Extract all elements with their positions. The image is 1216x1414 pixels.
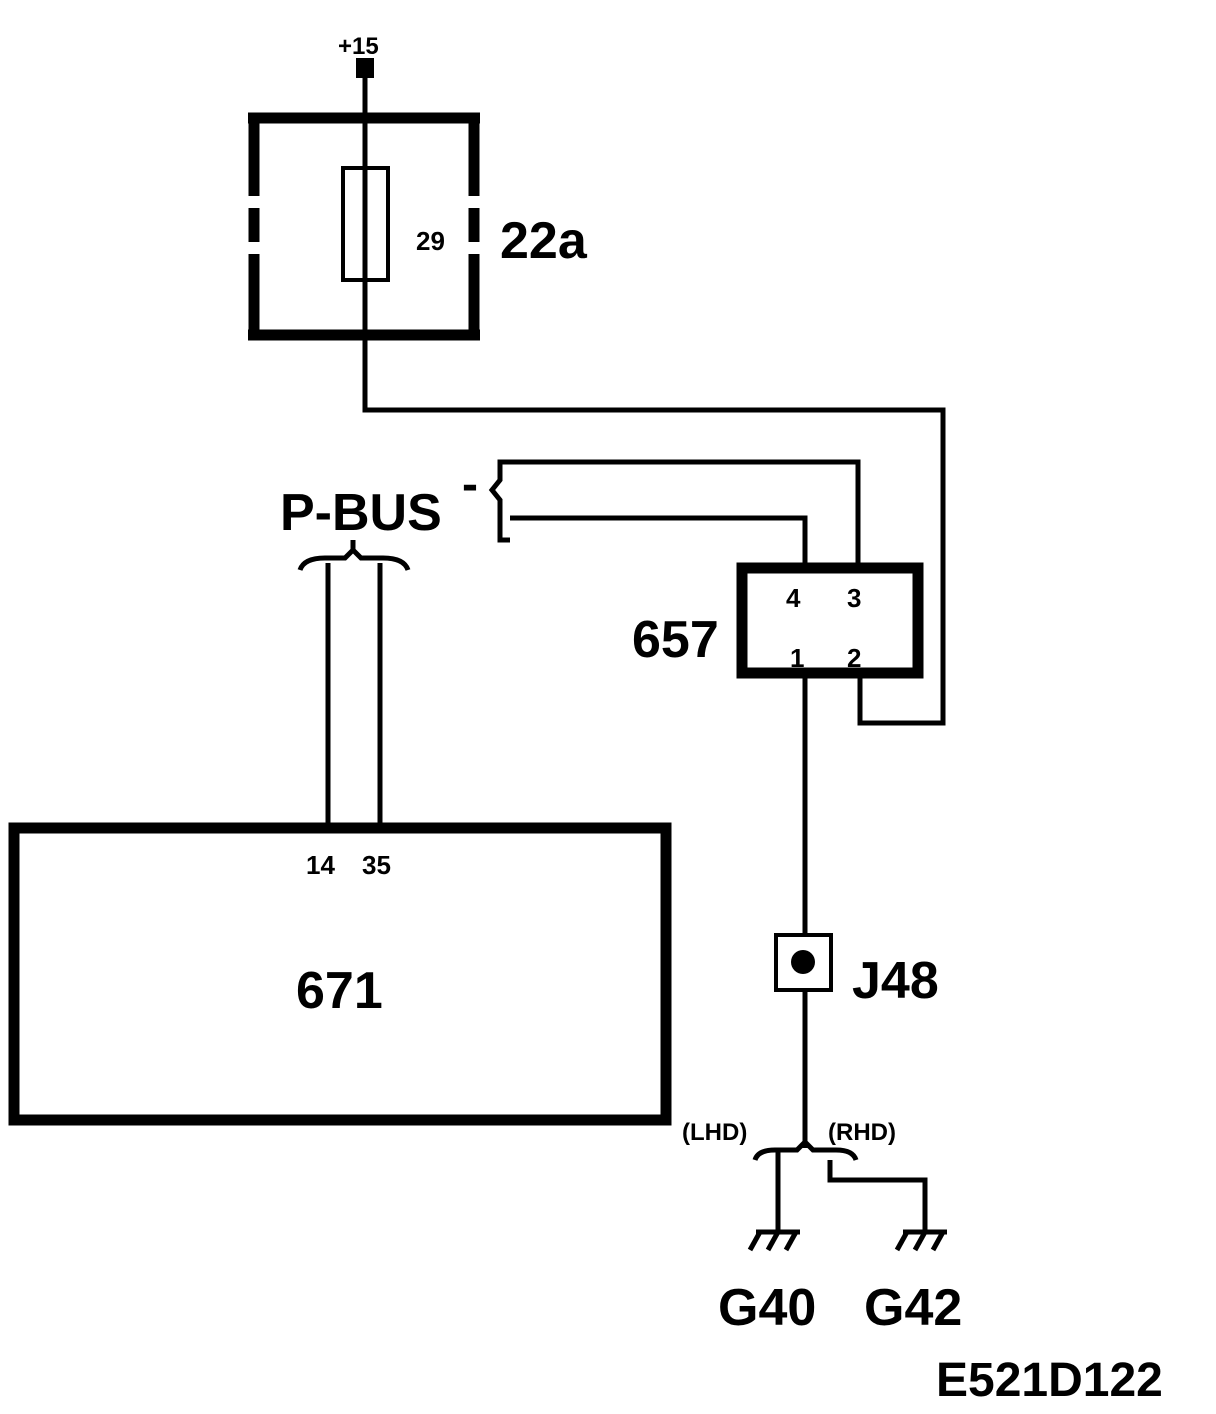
module-671-box bbox=[8, 822, 672, 1126]
module-657-box bbox=[736, 562, 924, 679]
supply-terminal bbox=[356, 58, 374, 78]
module-657-pin-3: 3 bbox=[847, 583, 861, 613]
variant-lhd-label: (LHD) bbox=[682, 1119, 747, 1146]
p-bus-label: P-BUS bbox=[280, 484, 442, 542]
ground-g42-symbol bbox=[894, 1229, 947, 1252]
module-671-label: 671 bbox=[296, 962, 383, 1020]
p-bus-right-brace bbox=[488, 459, 510, 543]
ground-g42-wire bbox=[827, 1160, 928, 1232]
junction-j48-label: J48 bbox=[852, 952, 939, 1010]
fuse-number: 29 bbox=[416, 226, 445, 256]
module-657-pin-2: 2 bbox=[847, 643, 861, 673]
supply-label: +15 bbox=[338, 33, 379, 60]
variant-brace bbox=[752, 1138, 859, 1161]
variant-rhd-label: (RHD) bbox=[828, 1119, 896, 1146]
p-bus-lower-brace bbox=[297, 546, 411, 572]
ground-g40-symbol bbox=[747, 1229, 800, 1252]
p-bus-wire-upper bbox=[510, 459, 861, 568]
ground-g42-label: G42 bbox=[864, 1279, 962, 1337]
module-671-pin-14: 14 bbox=[306, 850, 335, 880]
fuse-box-label: 22a bbox=[500, 212, 588, 270]
fused-supply-wire bbox=[362, 280, 946, 726]
module-657-pin-1: 1 bbox=[790, 643, 804, 673]
p-bus-wire-lower bbox=[510, 515, 808, 568]
ground-g40-label: G40 bbox=[718, 1279, 816, 1337]
p-bus-polarity: - bbox=[462, 458, 478, 511]
module-657-pin-4: 4 bbox=[786, 583, 801, 613]
module-671-pin-35: 35 bbox=[362, 850, 391, 880]
figure-id: E521D122 bbox=[936, 1354, 1163, 1407]
junction-j48-dot bbox=[791, 950, 815, 974]
module-657-label: 657 bbox=[632, 611, 719, 669]
